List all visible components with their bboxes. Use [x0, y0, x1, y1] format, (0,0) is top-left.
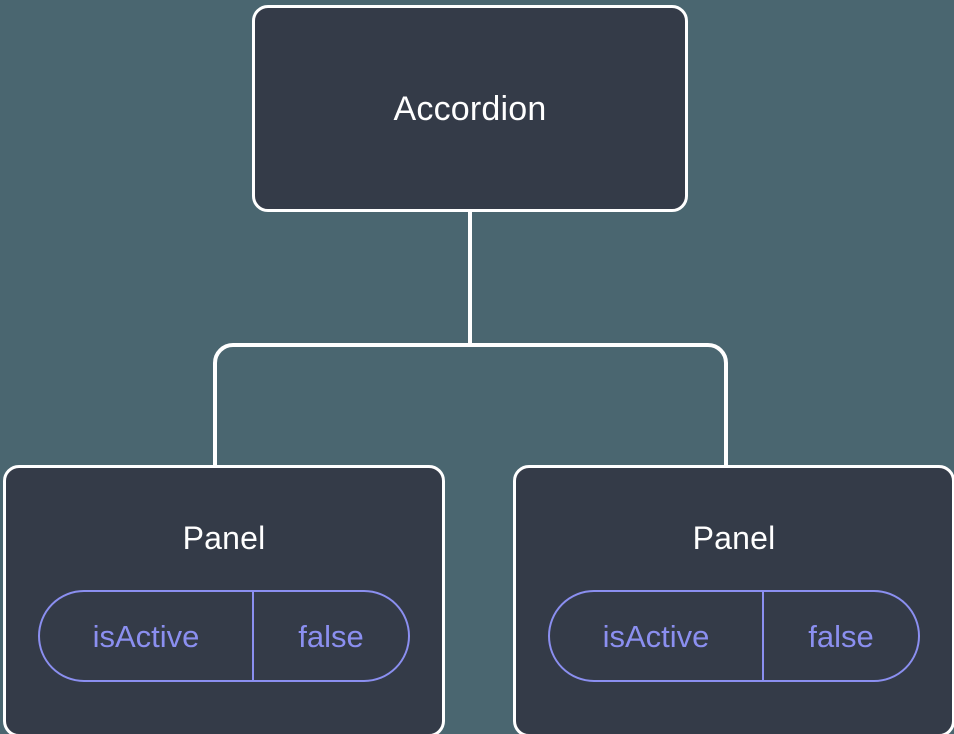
- panel-left-prop-key: isActive: [40, 592, 254, 680]
- panel-right-title: Panel: [692, 520, 776, 556]
- panel-right-prop-value: false: [808, 618, 874, 654]
- tree-node-panel-left[interactable]: Panel isActive false: [3, 465, 445, 734]
- panel-right-prop-key: isActive: [550, 592, 764, 680]
- panel-left-prop-value: false: [298, 618, 364, 654]
- panel-right-prop-pill[interactable]: isActive false: [548, 590, 920, 682]
- panel-left-prop-pill[interactable]: isActive false: [38, 590, 410, 682]
- panel-left-title: Panel: [182, 520, 266, 556]
- root-node-title: Accordion: [393, 89, 547, 128]
- tree-node-panel-right[interactable]: Panel isActive false: [513, 465, 954, 734]
- tree-node-root[interactable]: Accordion: [252, 5, 688, 212]
- connector-branch-bar: [213, 343, 728, 470]
